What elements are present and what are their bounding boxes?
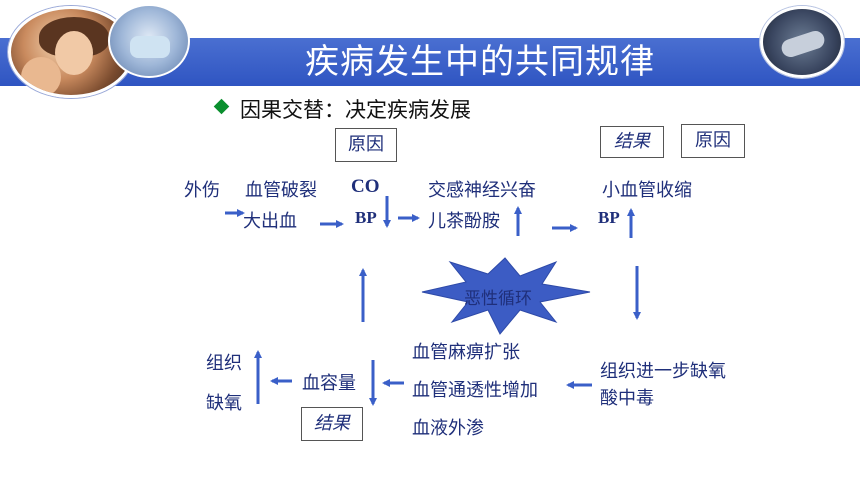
slide-title: 疾病发生中的共同规律 [305,42,655,82]
photo-child [21,57,61,95]
vicious-cycle-text: 恶性循环 [464,289,532,309]
bp-text-1: BP [355,208,377,227]
trauma-text: 外伤 [184,180,220,201]
photo-face [55,31,93,75]
result-label-2: 结果 [301,407,363,441]
vicious-cycle-starburst-icon [421,257,591,335]
vessel-paralysis-text: 血管麻痹扩张 [412,342,520,363]
result-label-1: 结果 [600,126,664,158]
lab-photo [760,6,844,78]
photo-mask [130,36,170,58]
cause-label-1: 原因 [335,128,397,162]
permeability-text: 血管通透性增加 [412,380,538,401]
catecholamine-text: 儿茶酚胺 [428,211,500,232]
cause-label-2: 原因 [681,124,745,158]
further-hypoxia-text: 组织进一步缺氧 [600,361,726,382]
bp-text-2: BP [598,208,620,227]
exudation-text: 血液外渗 [412,418,484,439]
bleeding-text: 大出血 [243,211,297,232]
blood-volume-text: 血容量 [302,373,356,394]
acidosis-text: 酸中毒 [600,388,654,409]
doctor-photo [108,4,190,78]
co-text: CO [351,176,380,197]
subtitle: 因果交替：决定疾病发展 [240,98,471,122]
hypoxia-text: 缺氧 [206,393,242,414]
vessel-rupture-text: 血管破裂 [245,180,317,201]
sympathetic-text: 交感神经兴奋 [428,180,536,201]
small-vessel-text: 小血管收缩 [602,180,692,201]
tissue-text: 组织 [206,353,242,374]
